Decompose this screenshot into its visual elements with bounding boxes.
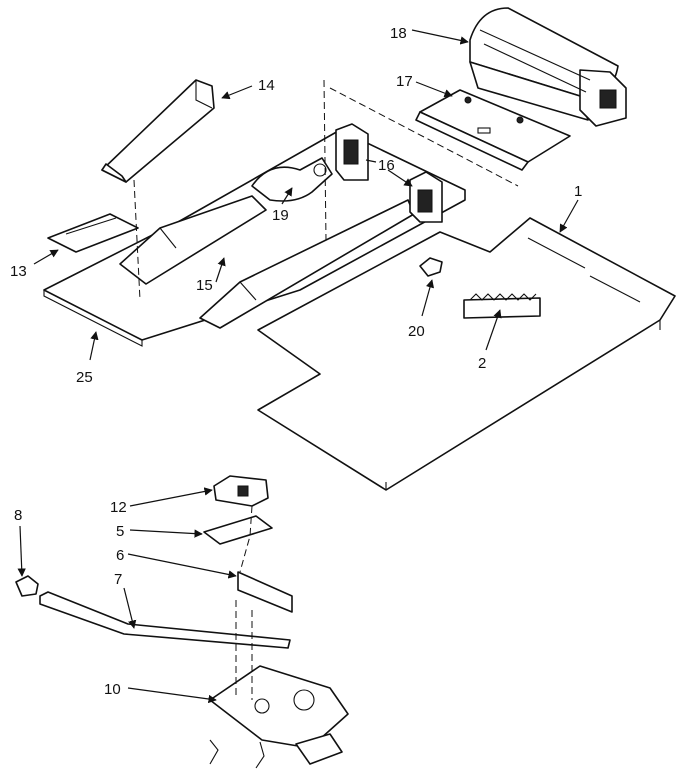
callout-10: 10 (104, 681, 121, 698)
callout-18: 18 (390, 25, 407, 42)
part-18-motor-housing (469, 7, 627, 127)
part-13-small-plate (47, 213, 139, 253)
callout-14: 14 (258, 77, 275, 94)
callout-25: 25 (76, 369, 93, 386)
callout-20: 20 (408, 323, 425, 340)
part-19-blower (251, 157, 333, 202)
callout-1: 1 (574, 183, 582, 200)
callout-7: 7 (114, 571, 122, 588)
part-10-mechanism (209, 665, 349, 769)
part-7-lever-arm (39, 591, 291, 649)
callout-6: 6 (116, 547, 124, 564)
part-1-base-plate (257, 217, 676, 491)
callout-2: 2 (478, 355, 486, 372)
callout-8: 8 (14, 507, 22, 524)
callout-13: 13 (10, 263, 27, 280)
part-25-left-tray (43, 129, 466, 347)
part-2-comb-strip (463, 293, 541, 319)
part-5-plate (203, 515, 273, 545)
callout-5: 5 (116, 523, 124, 540)
part-20-clip (419, 257, 443, 277)
part-14-duct-cover (101, 79, 215, 183)
callout-19: 19 (272, 207, 289, 224)
part-8-knob (15, 575, 39, 597)
callout-15: 15 (196, 277, 213, 294)
callout-16: 16 (378, 157, 395, 174)
part-12-switch (213, 475, 269, 507)
callout-17: 17 (396, 73, 413, 90)
part-16-bracket-box (335, 123, 443, 223)
part-6-bracket (237, 571, 293, 613)
callout-12: 12 (110, 499, 127, 516)
part-17-bracket-plate (415, 89, 571, 171)
